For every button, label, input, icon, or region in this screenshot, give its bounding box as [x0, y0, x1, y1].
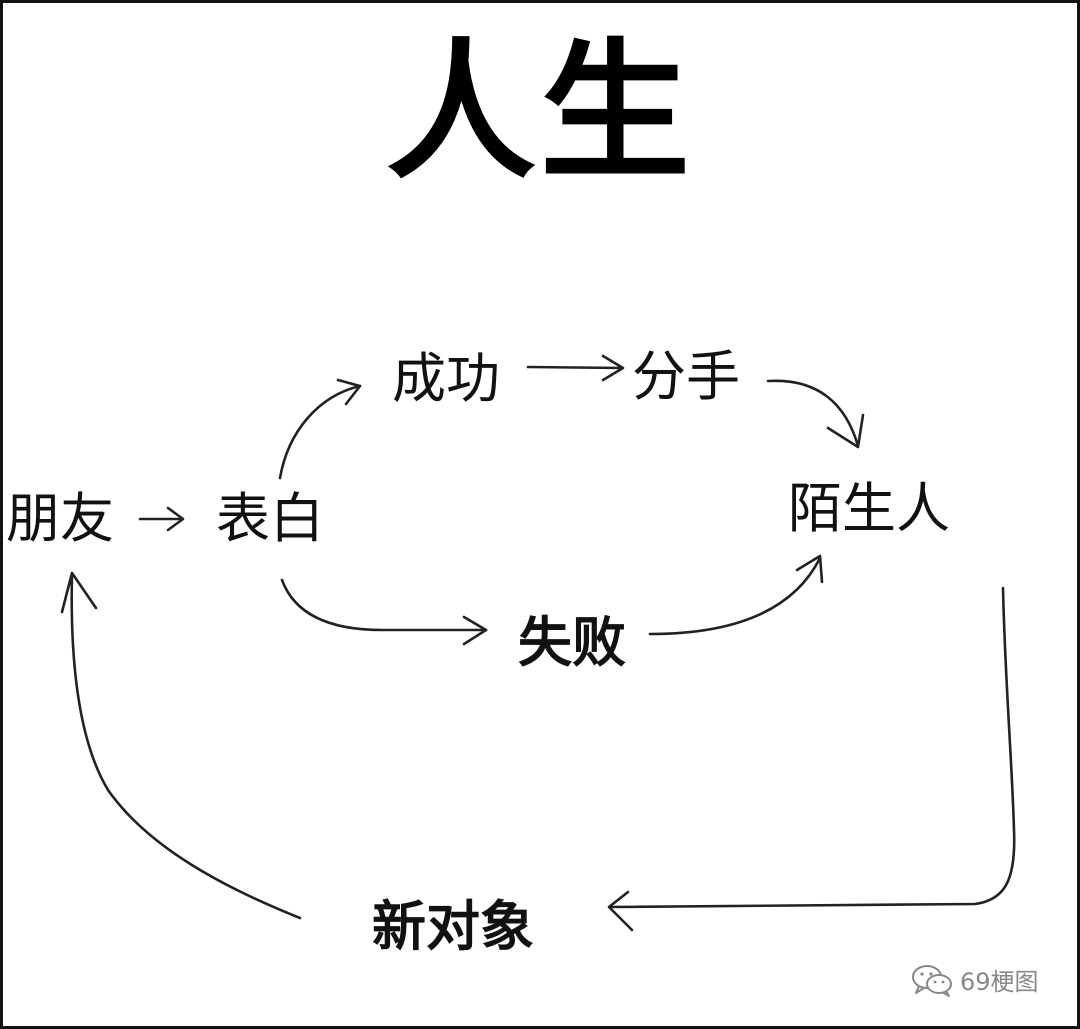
node-success: 成功	[392, 347, 500, 410]
node-stranger: 陌生人	[788, 477, 950, 540]
arrow-confess-to-failure	[280, 578, 488, 646]
arrow-new-partner-to-friend	[60, 571, 302, 920]
arrow-breakup-to-stranger	[766, 379, 865, 449]
arrow-confess-to-success	[278, 378, 362, 480]
diagram-title: 人生	[385, 26, 694, 200]
arrow-failure-to-stranger	[648, 554, 824, 636]
node-new-partner: 新对象	[372, 895, 534, 958]
arrow-stranger-to-new-partner	[607, 586, 1016, 932]
wechat-icon	[912, 964, 952, 997]
node-confess: 表白	[216, 487, 324, 550]
node-breakup: 分手	[632, 345, 740, 408]
node-friend: 朋友	[6, 487, 114, 550]
watermark-text: 69梗图	[960, 968, 1039, 996]
arrow-friend-to-confess	[138, 506, 185, 532]
arrow-success-to-breakup	[526, 354, 625, 382]
watermark: 69梗图	[910, 962, 1039, 997]
node-failure: 失败	[518, 611, 626, 674]
